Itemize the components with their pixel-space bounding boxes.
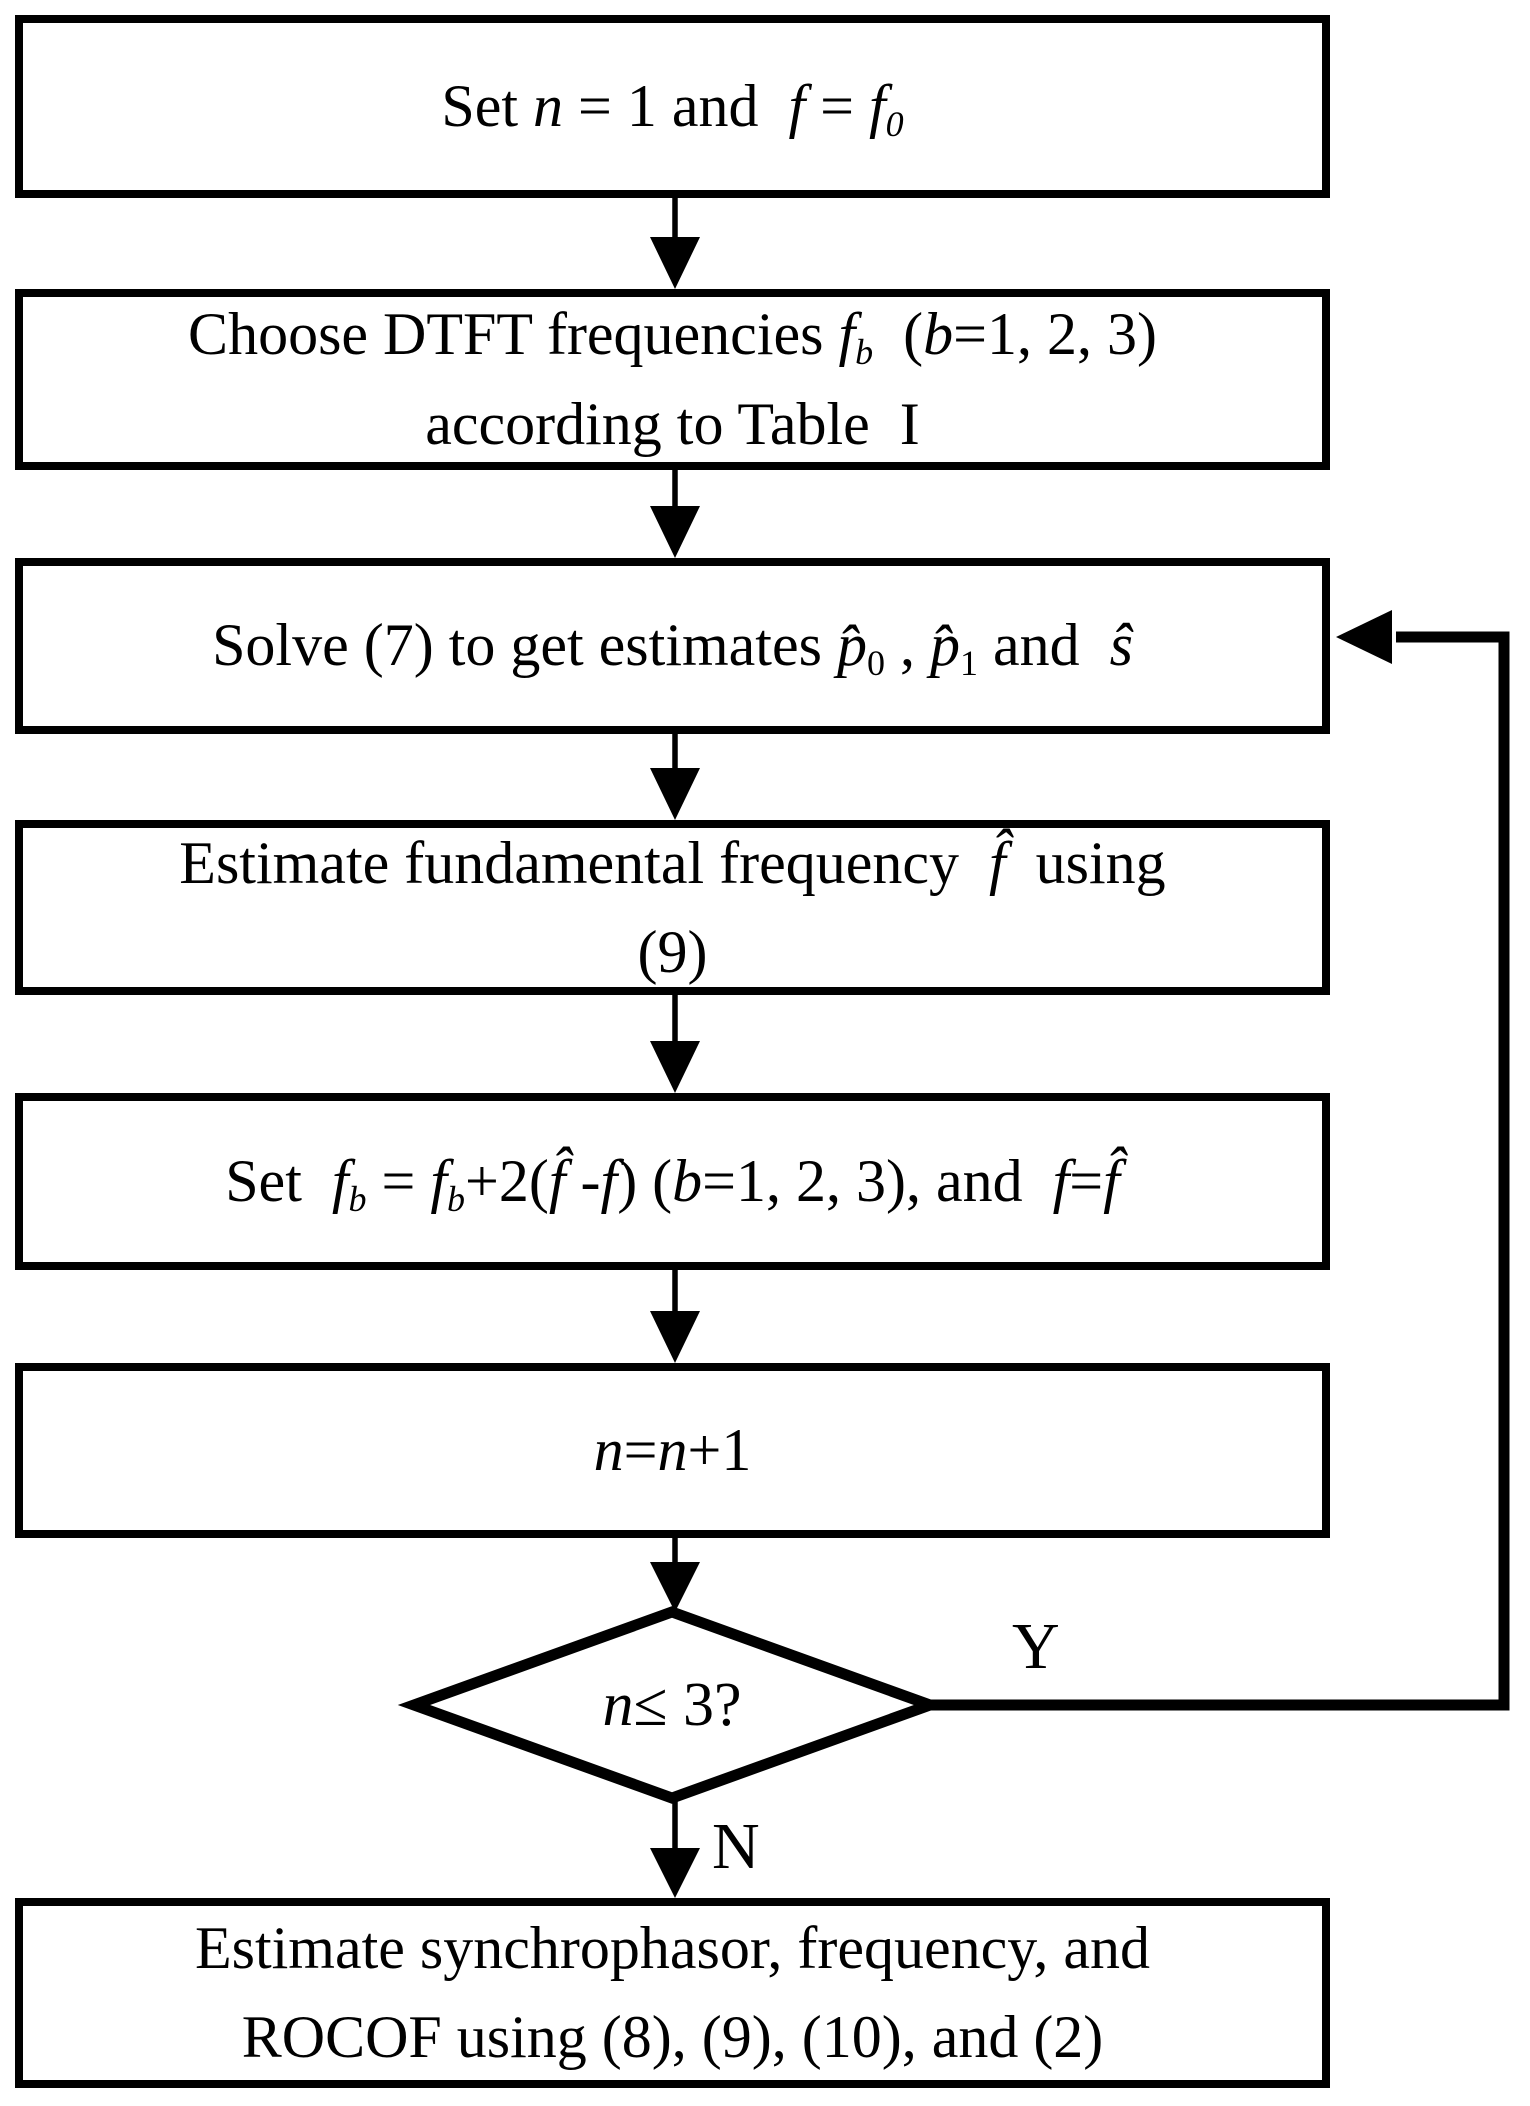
text-segment: ŝ: [1109, 612, 1133, 679]
text-segment: n: [593, 1417, 624, 1484]
process-box-update-frequencies: Set fb = fb+2(f̂ -f) (b=1, 2, 3), and f=…: [15, 1093, 1330, 1270]
text-segment: n: [602, 1670, 634, 1739]
arrow-solve-to-estimate: [650, 734, 700, 820]
decision-diamond: [397, 1606, 947, 1804]
text-segment: 0: [866, 643, 885, 684]
text-segment: =: [366, 1147, 431, 1214]
text-segment: b: [447, 1178, 466, 1219]
text-segment: Estimate synchrophasor, frequency, and: [194, 1915, 1151, 1982]
text-segment: Set: [441, 72, 533, 139]
text-segment: ROCOF using (8), (9), (10), and (2): [241, 2004, 1104, 2070]
box-text-line: according to Table I: [425, 380, 920, 469]
text-segment: +1: [687, 1417, 752, 1484]
text-segment: and: [977, 612, 1110, 679]
decision-text: n≤ 3?: [452, 1658, 892, 1752]
text-segment: ≤ 3?: [633, 1670, 742, 1739]
text-segment: f: [868, 72, 886, 139]
text-segment: Estimate fundamental frequency: [179, 829, 989, 896]
box-text-line: Solve (7) to get estimates p̂0 , p̂1 and…: [212, 601, 1133, 690]
arrow-update-to-increment: [650, 1270, 700, 1363]
arrow-choose-to-solve: [650, 470, 700, 558]
box-text-line: Set fb = fb+2(f̂ -f) (b=1, 2, 3), and f=…: [225, 1137, 1120, 1226]
text-segment: n: [657, 1417, 688, 1484]
text-segment: p̂: [929, 612, 960, 679]
process-box-increment: n=n+1: [15, 1363, 1330, 1538]
process-box-final-estimate: Estimate synchrophasor, frequency, and R…: [15, 1898, 1330, 2088]
text-segment: f: [600, 1147, 618, 1214]
text-segment: -: [565, 1147, 601, 1214]
process-box-estimate-frequency: Estimate fundamental frequency f̂ using …: [15, 820, 1330, 995]
text-segment: =1, 2, 3): [953, 301, 1157, 368]
text-segment: b: [855, 332, 874, 373]
text-segment: =1, 2, 3), and: [702, 1147, 1053, 1214]
text-segment: = 1 and: [563, 72, 789, 139]
text-segment: f̂: [988, 829, 1006, 896]
process-box-solve: Solve (7) to get estimates p̂0 , p̂1 and…: [15, 558, 1330, 734]
arrow-init-to-choose: [650, 198, 700, 289]
process-box-init: Set n = 1 and f = f0: [15, 15, 1330, 198]
text-segment: f: [838, 301, 856, 368]
box-text-line: ROCOF using (8), (9), (10), and (2): [242, 1993, 1104, 2082]
text-segment: f: [430, 1147, 448, 1214]
text-segment: using: [1005, 829, 1166, 896]
text-segment: (9): [637, 918, 708, 985]
text-segment: f: [788, 72, 806, 139]
text-segment: =: [623, 1417, 658, 1484]
arrow-decision-to-final: [650, 1798, 700, 1898]
text-segment: ) (: [617, 1147, 673, 1214]
box-text-line: (9): [638, 908, 708, 997]
text-segment: p̂: [836, 612, 867, 679]
loop-yes-path: [930, 631, 1510, 1711]
text-segment: 1: [959, 643, 978, 684]
process-box-choose-frequencies: Choose DTFT frequencies fb (b=1, 2, 3) a…: [15, 289, 1330, 470]
text-segment: f̂: [1103, 1147, 1120, 1214]
box-text-line: Choose DTFT frequencies fb (b=1, 2, 3): [188, 290, 1157, 379]
text-segment: =: [1069, 1147, 1104, 1214]
text-segment: b: [923, 301, 954, 368]
text-segment: Choose DTFT frequencies: [188, 301, 839, 368]
text-segment: Solve (7) to get estimates: [212, 612, 837, 679]
box-text-line: Estimate synchrophasor, frequency, and: [195, 1904, 1150, 1993]
text-segment: b: [672, 1147, 703, 1214]
text-segment: +2(: [465, 1147, 549, 1214]
loop-yes-arrowhead: [1336, 610, 1392, 664]
text-segment: =: [805, 72, 869, 139]
arrow-increment-to-decision: [650, 1538, 700, 1612]
box-text-line: Set n = 1 and f = f0: [441, 62, 903, 151]
box-text-line: Estimate fundamental frequency f̂ using: [179, 819, 1165, 908]
text-segment: (: [873, 301, 924, 368]
text-segment: ,: [884, 612, 930, 679]
text-segment: f: [1052, 1147, 1070, 1214]
arrow-estimate-to-update: [650, 995, 700, 1093]
text-segment: Set: [225, 1147, 332, 1214]
text-segment: b: [348, 1178, 367, 1219]
box-text-line: n=n+1: [594, 1406, 752, 1495]
text-segment: according to Table I: [425, 390, 920, 457]
text-segment: 0: [885, 103, 904, 144]
text-segment: n: [533, 72, 563, 139]
branch-label-no: N: [712, 1810, 760, 1883]
text-segment: f̂: [548, 1147, 566, 1214]
text-segment: f: [331, 1147, 349, 1214]
branch-label-yes: Y: [1012, 1610, 1060, 1683]
